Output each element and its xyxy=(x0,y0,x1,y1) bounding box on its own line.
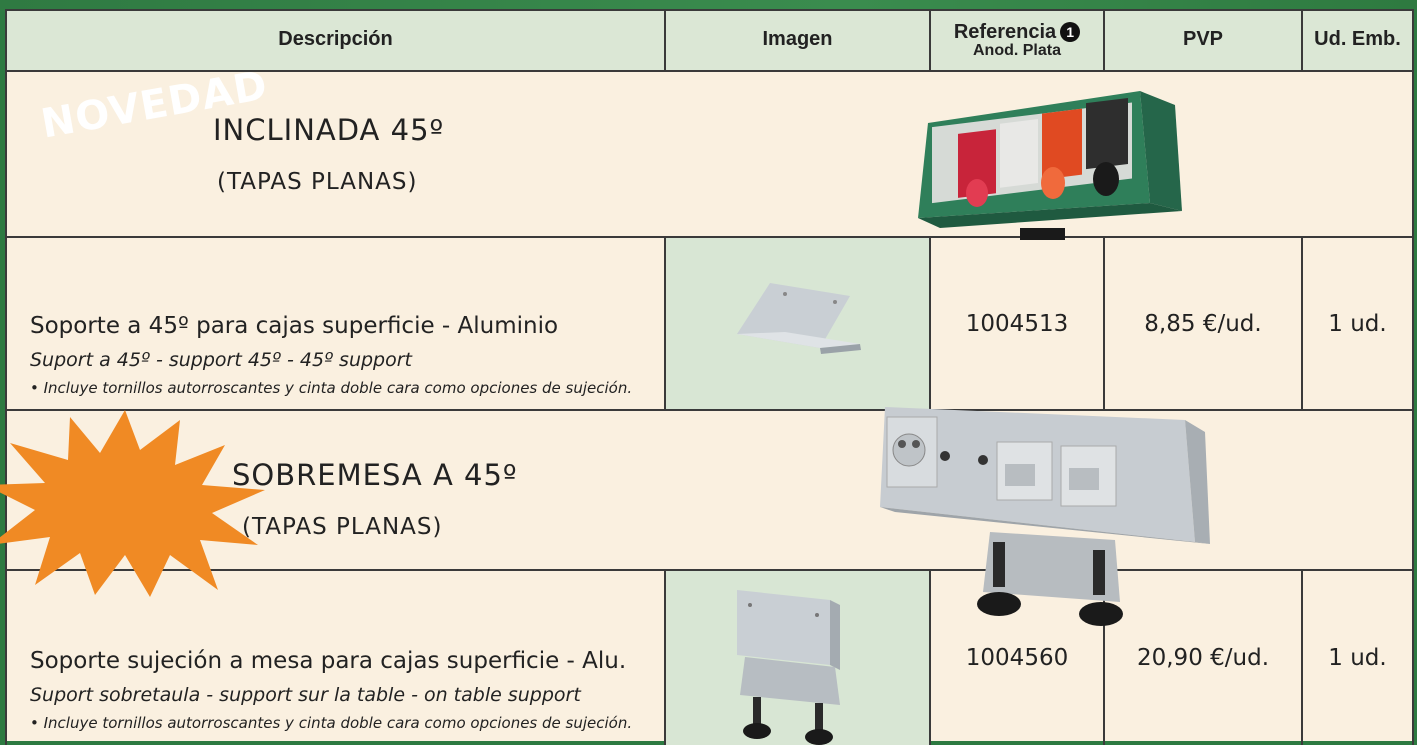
section-subtitle-inclinada: (TAPAS PLANAS) xyxy=(217,169,418,195)
table-header xyxy=(5,9,1414,70)
header-descripcion: Descripción xyxy=(7,9,664,70)
divider xyxy=(1301,9,1303,70)
row1-reference: 1004513 xyxy=(965,310,1069,337)
row1-description: Soporte a 45º para cajas superficie - Al… xyxy=(30,313,559,339)
divider xyxy=(1301,236,1303,410)
product-image-support-45 xyxy=(737,283,861,354)
row1-note: • Incluye tornillos autorroscantes y cin… xyxy=(30,379,633,397)
divider xyxy=(5,9,1414,11)
row2-note: • Incluye tornillos autorroscantes y cin… xyxy=(30,714,633,732)
row2-units: 1 ud. xyxy=(1328,645,1387,671)
divider xyxy=(1103,569,1105,745)
note-number-badge: 1 xyxy=(1060,22,1081,43)
section-subtitle-sobremesa: (TAPAS PLANAS) xyxy=(242,514,443,540)
divider xyxy=(5,70,1414,72)
divider xyxy=(5,409,1414,411)
header-imagen-label: Imagen xyxy=(762,28,833,50)
row1-price: 8,85 €/ud. xyxy=(1144,310,1262,337)
row2-reference: 1004560 xyxy=(965,645,1069,671)
header-ud-emb-label: Ud. Emb. xyxy=(1314,28,1401,50)
divider xyxy=(929,236,931,410)
row1-units: 1 ud. xyxy=(1328,310,1387,337)
divider xyxy=(5,236,1414,238)
divider xyxy=(1103,9,1105,70)
product-image-table-support xyxy=(737,590,840,745)
header-referencia-sub: Anod. Plata xyxy=(972,41,1061,59)
divider xyxy=(929,569,931,745)
divider xyxy=(929,9,931,70)
header-referencia-label: Referencia xyxy=(953,20,1057,43)
header-ud-emb: Ud. Emb. xyxy=(1303,9,1412,70)
divider xyxy=(664,569,666,745)
header-pvp-label: PVP xyxy=(1182,28,1224,50)
header-pvp: PVP xyxy=(1105,9,1301,70)
divider xyxy=(1412,9,1414,745)
divider xyxy=(5,569,1414,571)
divider xyxy=(1301,569,1303,745)
divider xyxy=(664,236,666,410)
divider xyxy=(5,9,7,745)
section-title-sobremesa: SOBREMESA A 45º xyxy=(232,458,518,492)
divider xyxy=(664,9,666,70)
row2-translations: Suport sobretaula - support sur la table… xyxy=(30,684,581,706)
product-image-sobremesa-box xyxy=(880,407,1210,626)
divider xyxy=(1103,236,1105,410)
header-imagen: Imagen xyxy=(666,9,929,70)
product-image-inclinada-box xyxy=(918,91,1182,240)
row2-description: Soporte sujeción a mesa para cajas super… xyxy=(30,648,627,674)
row2-price: 20,90 €/ud. xyxy=(1136,645,1270,671)
section-title-inclinada: INCLINADA 45º xyxy=(213,113,445,147)
header-descripcion-label: Descripción xyxy=(278,28,393,50)
row1-translations: Suport a 45º - support 45º - 45º support xyxy=(30,349,413,371)
novedad-badge xyxy=(0,410,265,597)
